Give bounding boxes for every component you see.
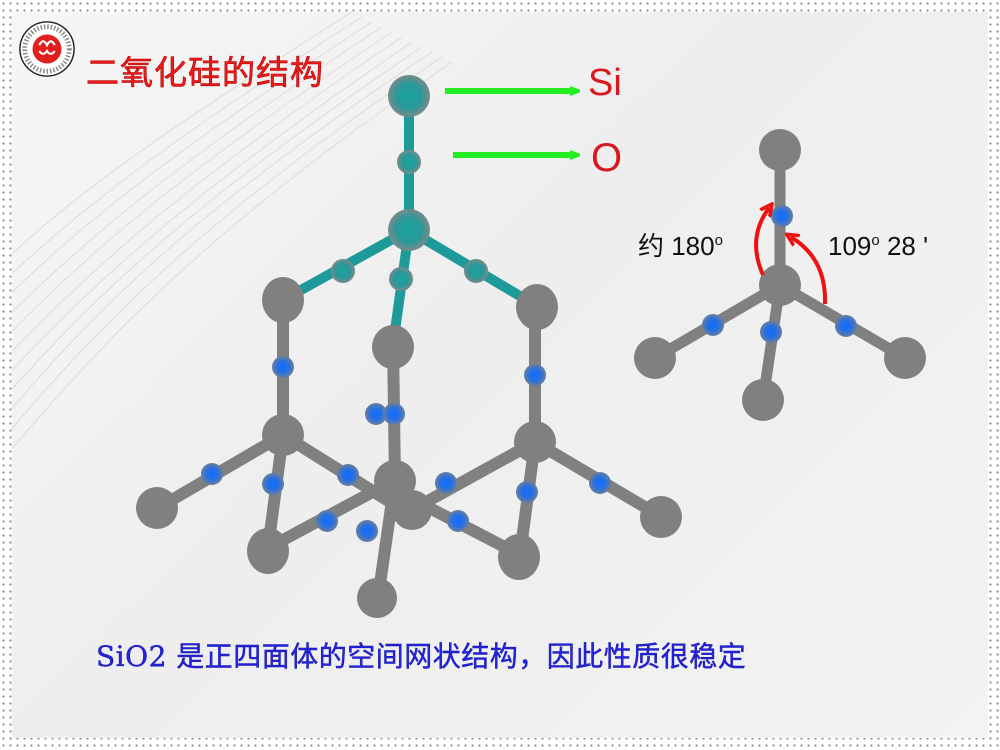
- degree-symbol: o: [871, 232, 880, 249]
- si-atoms: [136, 277, 682, 618]
- si-label: Si: [588, 62, 622, 104]
- legend-o-atom: [397, 150, 421, 174]
- highlight-atoms: [331, 75, 488, 291]
- degree-symbol: o: [714, 232, 723, 249]
- o-label: O: [591, 136, 623, 180]
- tetrahedron-detail: [634, 129, 926, 421]
- angle-180-arrow-icon: [754, 208, 769, 276]
- legend-si-atom: [388, 75, 430, 117]
- angle-109-arrow-icon: [791, 237, 828, 305]
- angle-180-value: 约 180: [638, 231, 715, 261]
- slide-title: 二氧化硅的结构: [86, 53, 324, 93]
- angle-109-minutes: 28 ': [879, 231, 929, 261]
- angle-109-degrees: 109: [828, 231, 872, 261]
- footer-caption: SiO2 是正四面体的空间网状结构，因此性质很稳定: [96, 640, 747, 673]
- o-atoms: [201, 356, 611, 542]
- angle-109-label: 109o 28 ': [828, 231, 928, 262]
- school-emblem-icon: [19, 21, 75, 77]
- angle-180-label: 约 180o: [638, 226, 723, 263]
- slide-canvas: 二氧化硅的结构: [12, 12, 988, 738]
